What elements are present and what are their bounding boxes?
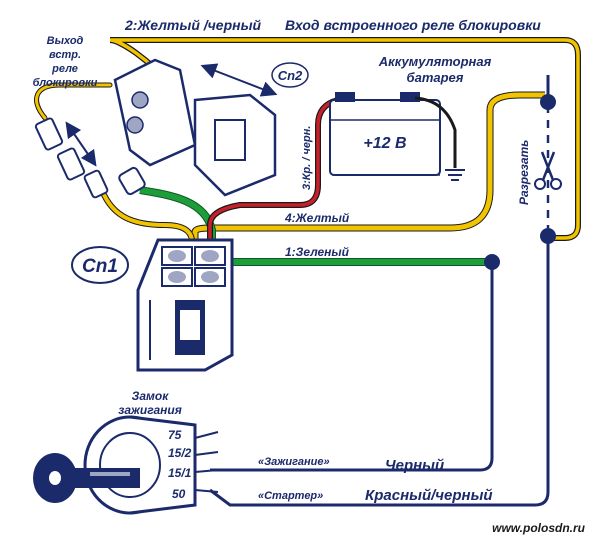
label-ignition-signal: «Зажигание» (258, 456, 330, 468)
arrow-icon (200, 63, 278, 97)
label-wire-4: 4:Желтый (284, 211, 350, 225)
connector-cn2 (113, 58, 277, 197)
label-black: Черный (385, 457, 444, 474)
junction-dot (540, 94, 556, 110)
arrow-icon (65, 121, 97, 167)
ignition-lock (83, 415, 219, 515)
label-battery-line2: батарея (407, 70, 464, 85)
label-terminal-75: 75 (168, 428, 182, 442)
label-website: www.polosdn.ru (492, 521, 586, 535)
cn2-badge (271, 62, 309, 88)
label-blocking-relay-input: Вход встроенного реле блокировки (285, 17, 541, 33)
label-battery-line1: Аккумуляторная (378, 54, 492, 69)
label-cut: Разрезать (517, 140, 531, 205)
junction-dot (484, 254, 500, 270)
cn1-badge (71, 246, 129, 284)
label-plus12v: +12 В (363, 135, 406, 152)
label-terminal-15-2: 15/2 (168, 446, 192, 460)
battery (329, 92, 441, 176)
label-ignition-lock-line2: зажигания (118, 403, 182, 417)
scissors-icon (534, 151, 562, 190)
ground-wire (414, 96, 457, 168)
ground-icon (445, 169, 465, 181)
wire-3-red-black (207, 97, 339, 255)
label-red-black: Красный/черный (365, 487, 493, 504)
label-starter-signal: «Стартер» (258, 490, 323, 502)
label-relay-output-line2: встр. (49, 49, 81, 61)
label-wire-2: 2:Желтый /черный (124, 17, 262, 33)
label-terminal-50: 50 (172, 487, 186, 501)
label-relay-output-line4: блокировки (33, 77, 98, 89)
label-cn2: Cn2 (278, 68, 303, 83)
wire-starter-red-black (209, 238, 550, 507)
wire-ignition-black (210, 262, 494, 472)
junction-dot (540, 228, 556, 244)
label-relay-output-line3: реле (51, 63, 78, 75)
label-relay-output-line1: Выход (47, 35, 84, 47)
label-wire-3: 3:Кр. / черн. (301, 126, 313, 190)
connector-cn1 (136, 238, 234, 372)
label-cn1: Cn1 (82, 256, 118, 277)
wire-4-yellow (97, 91, 545, 255)
label-terminal-15-1: 15/1 (168, 466, 192, 480)
wire-2-yellow-black (34, 37, 581, 241)
label-ignition-lock-line1: Замок (132, 389, 170, 403)
inline-fuse (34, 117, 146, 199)
key-icon (33, 453, 140, 503)
label-wire-1: 1:Зеленый (285, 245, 350, 259)
